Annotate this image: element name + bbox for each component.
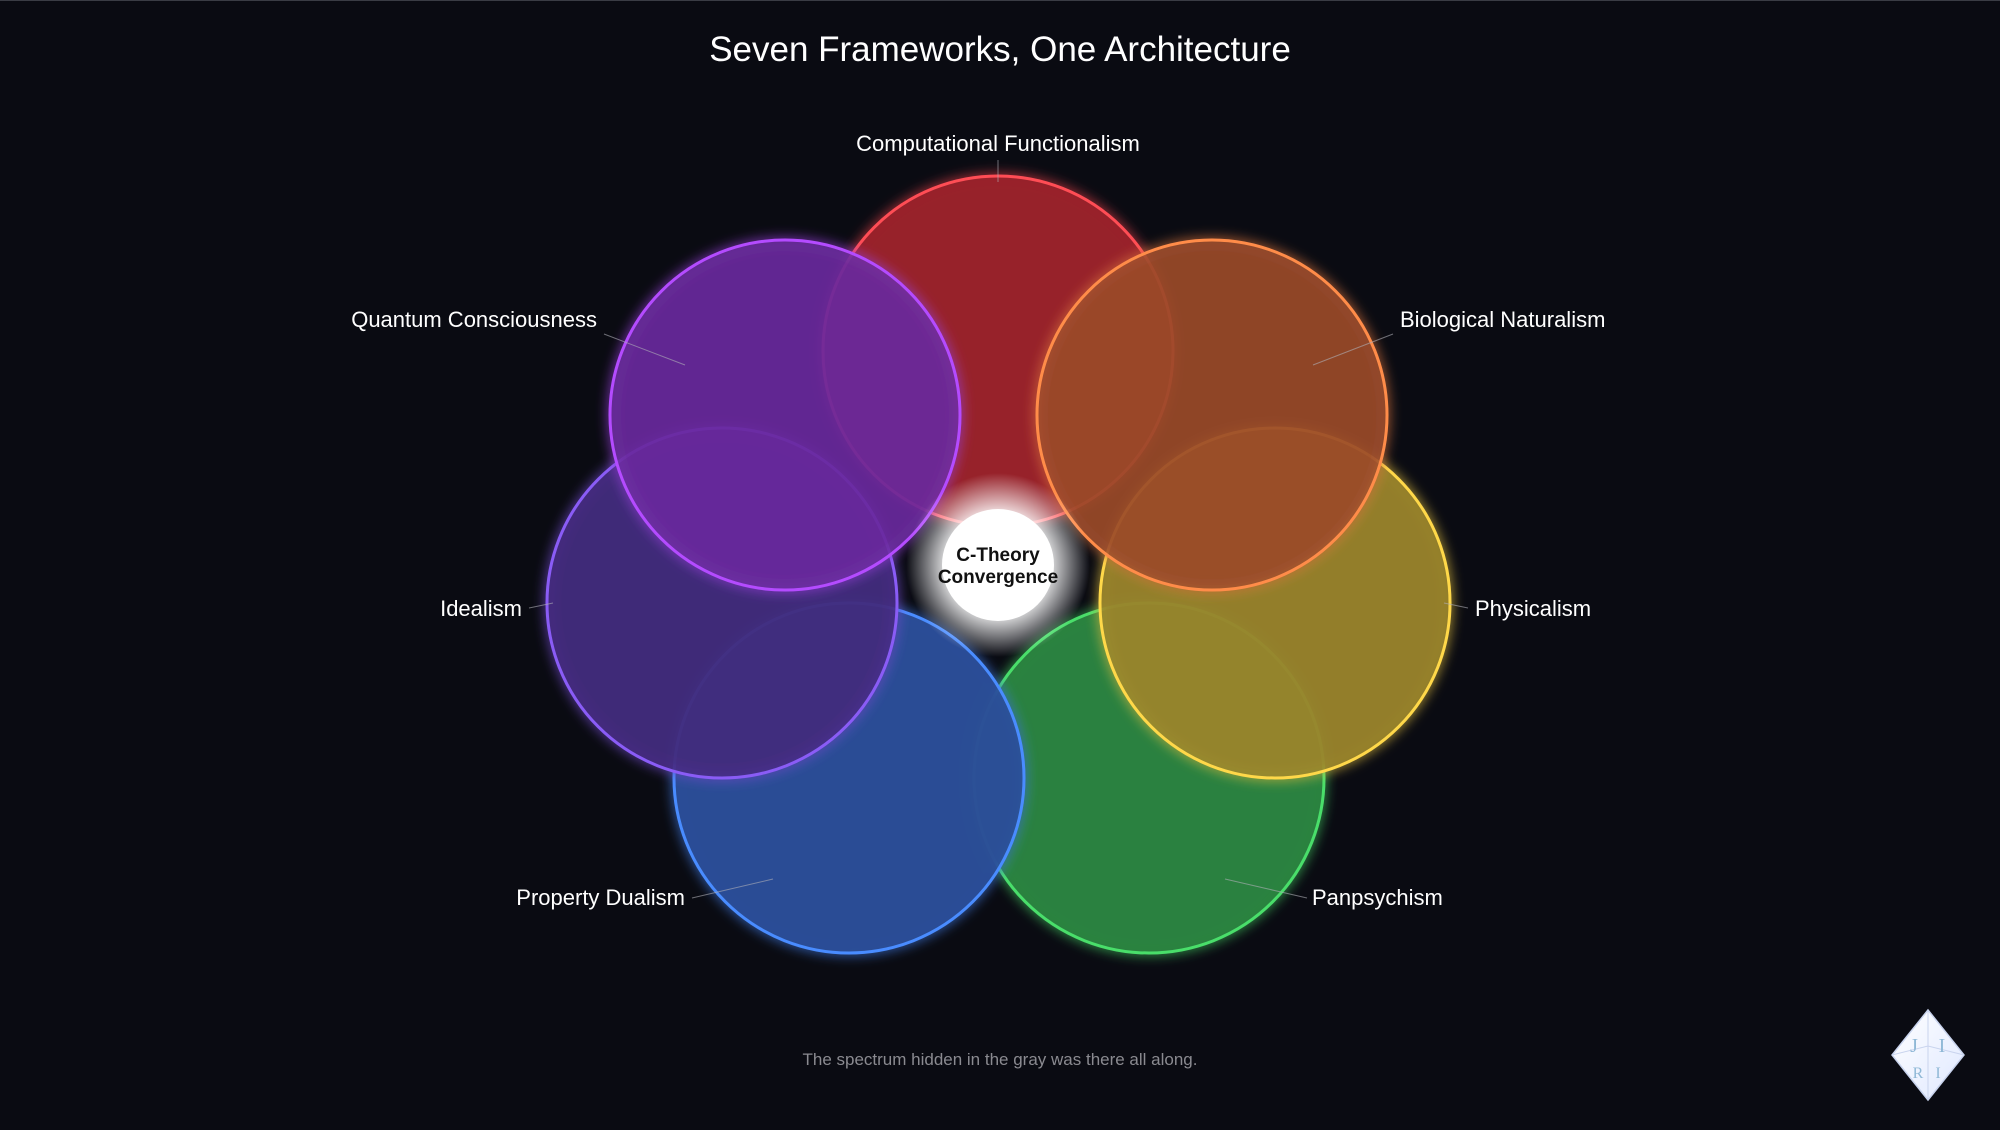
leader-line-idealism xyxy=(528,602,554,609)
page-title: Seven Frameworks, One Architecture xyxy=(709,30,1291,69)
leader-line-property-dualism xyxy=(691,878,774,899)
label-property-dualism: Property Dualism xyxy=(516,885,685,910)
leader-line-biological xyxy=(1312,333,1394,366)
label-quantum-consciousness: Quantum Consciousness xyxy=(351,307,597,332)
leader-line-panpsychism xyxy=(1224,878,1308,899)
circle-biological-naturalism xyxy=(1035,238,1389,592)
diamond-logo-icon: J I R I xyxy=(1891,1008,1965,1102)
logo-letter-3: R xyxy=(1913,1065,1924,1082)
leader-lines xyxy=(528,160,1469,899)
center-label-line1: C-Theory xyxy=(956,545,1040,566)
center-label-line2: Convergence xyxy=(938,567,1058,588)
circle-quantum-consciousness xyxy=(608,238,962,592)
center-disc xyxy=(942,509,1054,621)
label-biological-naturalism: Biological Naturalism xyxy=(1400,307,1605,332)
label-panpsychism: Panpsychism xyxy=(1312,885,1443,910)
center-convergence: C-Theory Convergence xyxy=(906,473,1090,657)
label-idealism: Idealism xyxy=(440,596,522,621)
label-physicalism: Physicalism xyxy=(1475,596,1591,621)
logo-letter-1: J xyxy=(1910,1035,1918,1057)
logo-letter-4: I xyxy=(1935,1065,1940,1082)
logo-letter-2: I xyxy=(1939,1035,1946,1057)
footer-tagline: The spectrum hidden in the gray was ther… xyxy=(802,1050,1198,1069)
framework-labels: Computational Functionalism Biological N… xyxy=(351,131,1605,910)
framework-circles xyxy=(545,174,1452,955)
leader-line-physicalism xyxy=(1443,602,1469,609)
leader-line-quantum xyxy=(603,333,686,366)
top-border xyxy=(0,0,2000,1)
label-computational-functionalism: Computational Functionalism xyxy=(856,131,1140,156)
